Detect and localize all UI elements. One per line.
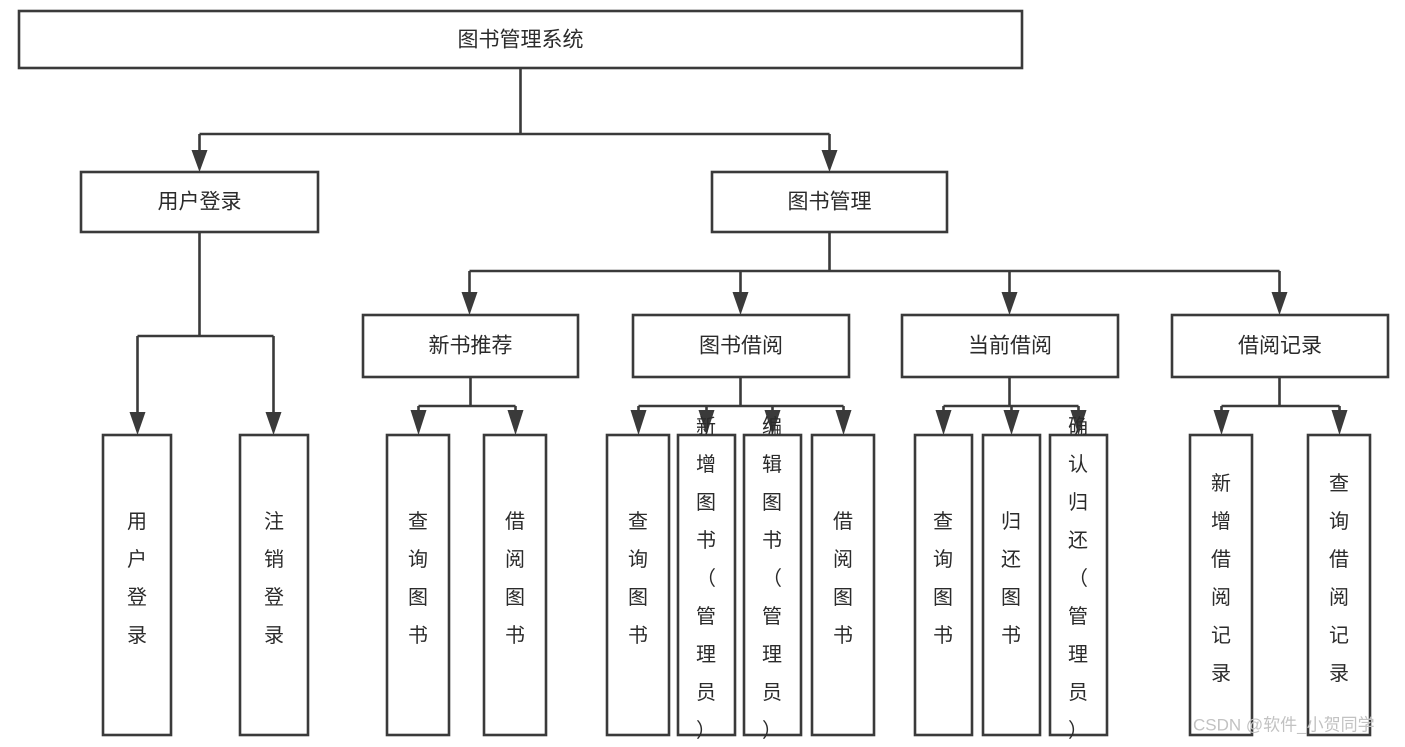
leaf-confirm-return-box — [1048, 433, 1109, 737]
node-root-label: 图书管理系统 — [458, 29, 584, 52]
arrow-to-leaf-add-borrow-record — [1213, 410, 1230, 435]
leaf-edit-book-label: 编辑图书（管理员） — [762, 415, 782, 742]
arrow-to-new-book-recommend — [461, 292, 478, 315]
leaf-user-login-box — [101, 433, 173, 737]
node-book-management-box — [710, 170, 949, 234]
leaf-borrow-book-label: 借阅图书 — [833, 510, 853, 647]
leaf-borrow-book-recommend-label: 借阅图书 — [505, 510, 525, 647]
leaf-borrow-book-recommend[interactable]: 借阅图书 — [482, 433, 548, 737]
leaf-borrow-book-box — [810, 433, 876, 737]
leaf-query-book-recommend-label: 查询图书 — [408, 510, 428, 647]
arrow-to-borrow-record — [1271, 292, 1288, 315]
node-book-borrow-box — [631, 313, 851, 379]
leaf-query-borrow-record-label: 查询借阅记录 — [1329, 472, 1349, 685]
leaf-confirm-return[interactable]: 确认归还（管理员） — [1048, 415, 1109, 742]
leaf-add-book-box — [676, 433, 737, 737]
leaf-query-book-borrow-label: 查询图书 — [628, 510, 648, 647]
leaf-logout[interactable]: 注销登录 — [238, 433, 310, 737]
node-book-management[interactable]: 图书管理 — [710, 170, 949, 234]
leaf-query-borrow-record-box — [1306, 433, 1372, 737]
arrow-to-leaf-user-login — [129, 412, 146, 435]
arrow-to-leaf-query-book-recommend — [410, 410, 427, 435]
node-new-book-recommend-label: 新书推荐 — [429, 335, 513, 358]
arrow-to-leaf-add-book — [698, 410, 715, 435]
arrow-to-book-borrow — [732, 292, 749, 315]
arrow-to-leaf-query-book-current — [935, 410, 952, 435]
node-current-borrow-label: 当前借阅 — [968, 335, 1052, 358]
node-user-login-box — [79, 170, 320, 234]
node-book-management-label: 图书管理 — [788, 191, 872, 214]
node-current-borrow[interactable]: 当前借阅 — [900, 313, 1120, 379]
leaf-logout-label: 注销登录 — [264, 510, 284, 647]
leaf-query-book-current[interactable]: 查询图书 — [913, 433, 974, 737]
node-borrow-record[interactable]: 借阅记录 — [1170, 313, 1390, 379]
node-root[interactable]: 图书管理系统 — [17, 9, 1024, 70]
leaf-query-borrow-record[interactable]: 查询借阅记录 — [1306, 433, 1372, 737]
node-borrow-record-label: 借阅记录 — [1238, 335, 1322, 358]
leaf-add-borrow-record[interactable]: 新增借阅记录 — [1188, 433, 1254, 737]
arrow-to-leaf-confirm-return — [1070, 410, 1087, 435]
arrow-to-leaf-query-borrow-record — [1331, 410, 1348, 435]
leaf-return-book-box — [981, 433, 1042, 737]
leaf-return-book-label: 归还图书 — [1001, 510, 1021, 647]
arrow-to-leaf-edit-book — [764, 410, 781, 435]
arrow-to-leaf-logout — [265, 412, 282, 435]
leaf-add-borrow-record-box — [1188, 433, 1254, 737]
node-user-login[interactable]: 用户登录 — [79, 170, 320, 234]
leaf-borrow-book[interactable]: 借阅图书 — [810, 433, 876, 737]
leaf-user-login[interactable]: 用户登录 — [101, 433, 173, 737]
node-borrow-record-box — [1170, 313, 1390, 379]
arrow-to-leaf-borrow-book — [835, 410, 852, 435]
node-book-borrow-label: 图书借阅 — [699, 335, 783, 358]
node-new-book-recommend[interactable]: 新书推荐 — [361, 313, 580, 379]
leaf-confirm-return-label: 确认归还（管理员） — [1068, 415, 1088, 742]
leaf-user-login-label: 用户登录 — [127, 511, 147, 647]
node-new-book-recommend-box — [361, 313, 580, 379]
leaf-query-book-recommend[interactable]: 查询图书 — [385, 433, 451, 737]
arrow-root-to-book-management — [821, 150, 838, 172]
connector-layer — [129, 68, 1348, 435]
leaf-return-book[interactable]: 归还图书 — [981, 433, 1042, 737]
leaf-borrow-book-recommend-box — [482, 433, 548, 737]
arrow-root-to-user-login — [191, 150, 208, 172]
arrow-to-leaf-borrow-book-recommend — [507, 410, 524, 435]
leaf-logout-box — [238, 433, 310, 737]
arrow-to-leaf-return-book — [1003, 410, 1020, 435]
leaf-query-book-borrow[interactable]: 查询图书 — [605, 433, 671, 737]
node-user-login-label: 用户登录 — [158, 191, 242, 214]
arrow-to-current-borrow — [1001, 292, 1018, 315]
leaf-add-book[interactable]: 新增图书（管理员） — [676, 415, 737, 742]
leaf-query-book-borrow-box — [605, 433, 671, 737]
leaf-query-book-current-box — [913, 433, 974, 737]
leaf-query-book-current-label: 查询图书 — [933, 510, 953, 647]
leaf-edit-book[interactable]: 编辑图书（管理员） — [742, 415, 803, 742]
arrow-to-leaf-query-book-borrow — [630, 410, 647, 435]
csdn-watermark: CSDN @软件_小贺同学 — [1193, 715, 1375, 734]
leaf-add-borrow-record-label: 新增借阅记录 — [1211, 472, 1231, 685]
node-current-borrow-box — [900, 313, 1120, 379]
leaf-query-book-recommend-box — [385, 433, 451, 737]
leaf-add-book-label: 新增图书（管理员） — [696, 415, 716, 742]
node-root-box — [17, 9, 1024, 70]
node-book-borrow[interactable]: 图书借阅 — [631, 313, 851, 379]
leaf-edit-book-box — [742, 433, 803, 737]
